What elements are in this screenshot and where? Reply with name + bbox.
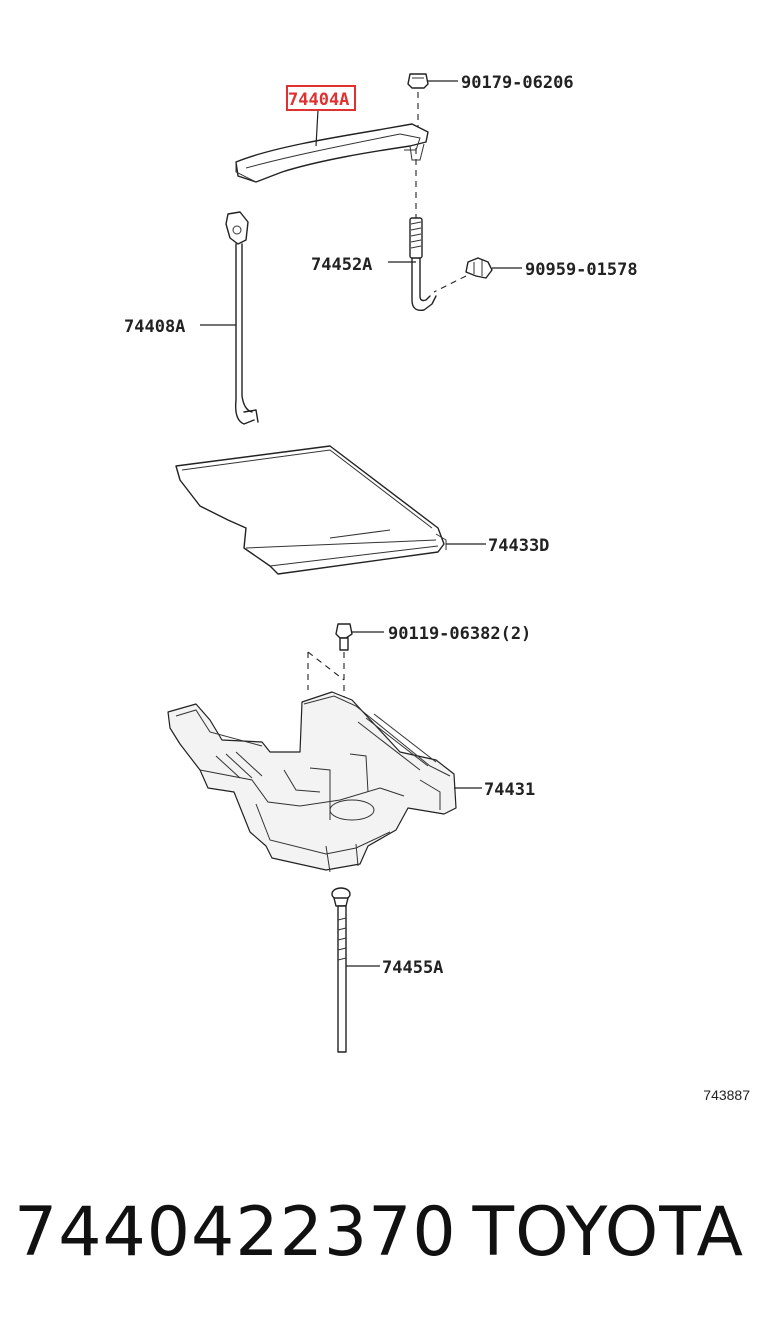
clip-part	[465, 257, 493, 279]
callout-tray: 74431	[484, 780, 535, 800]
callout-bracket: 74404A	[288, 90, 349, 110]
callout-insulator: 74433D	[488, 536, 549, 556]
callout-nut: 90179-06206	[461, 73, 574, 93]
callout-rod-left: 74408A	[124, 317, 185, 337]
brand-name: TOYOTA	[472, 1193, 744, 1272]
part-number: 7440422370	[14, 1193, 457, 1272]
nut-part	[407, 73, 429, 89]
battery-insulator-plate	[175, 445, 447, 575]
figure-code: 743887	[703, 1087, 750, 1103]
highlight-box	[286, 85, 356, 111]
callout-rod-hook: 74452A	[311, 255, 372, 275]
battery-tray	[167, 691, 457, 873]
bolt-part	[335, 623, 353, 651]
callout-stud: 74455A	[382, 958, 443, 978]
callout-clamp: 90959-01578	[525, 260, 638, 280]
callout-bolt: 90119-06382(2)	[388, 624, 531, 644]
battery-clamp-bracket	[235, 123, 429, 183]
battery-hook-rod	[409, 217, 437, 311]
battery-hold-rod	[225, 211, 259, 425]
parts-diagram: 90179-06206 74404A 74452A 90959-01578 74…	[124, 73, 750, 1103]
stud-bolt	[331, 887, 351, 1053]
part-info-footer: 7440422370 TOYOTA	[0, 1188, 760, 1278]
